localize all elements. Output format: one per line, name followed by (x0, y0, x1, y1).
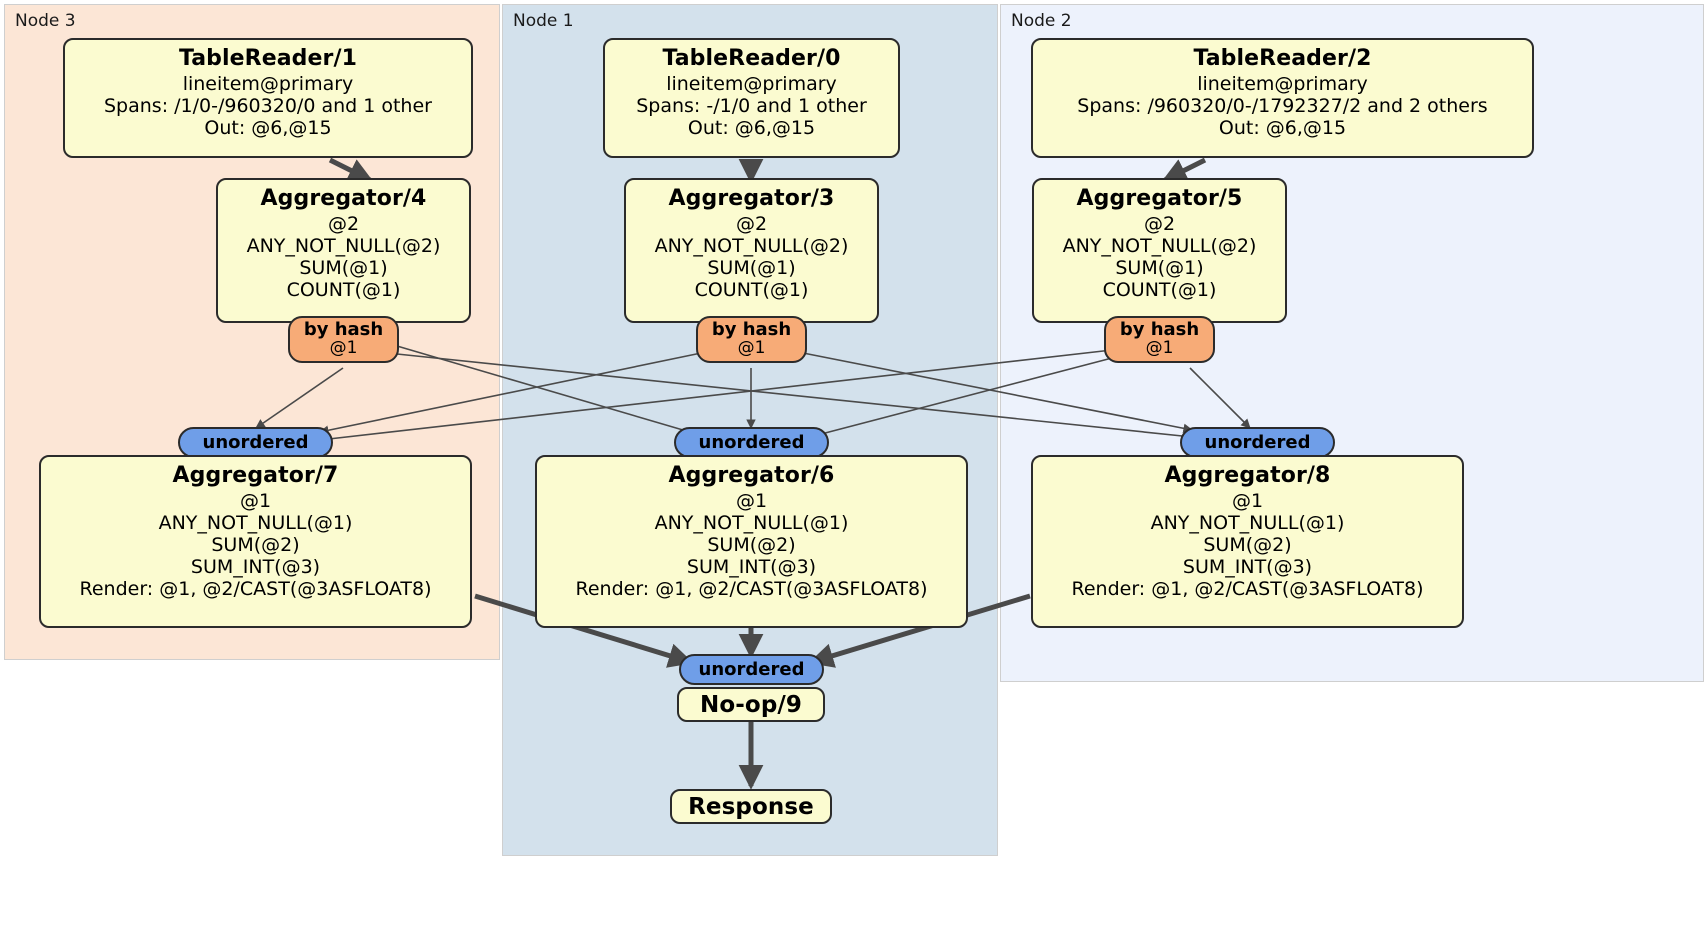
processor-line: SUM_INT(@3) (1182, 555, 1313, 578)
processor-title: TableReader/0 (662, 46, 841, 71)
processor-line: Render: @1, @2/CAST(@3ASFLOAT8) (1071, 577, 1424, 600)
processor-line: ANY_NOT_NULL(@1) (1150, 511, 1345, 534)
processor-aggregator-5[interactable]: Aggregator/5 @2 ANY_NOT_NULL(@2) SUM(@1)… (1032, 178, 1287, 323)
synchronizer-noop-9[interactable]: unordered (679, 654, 824, 685)
synchronizer-label: unordered (1204, 432, 1311, 453)
processor-line: Out: @6,@15 (1218, 116, 1347, 139)
processor-table-reader-2[interactable]: TableReader/2 lineitem@primary Spans: /9… (1031, 38, 1534, 158)
synchronizer-label: unordered (202, 432, 309, 453)
processor-line: @1 (735, 489, 768, 512)
processor-title: TableReader/2 (1193, 46, 1372, 71)
processor-response[interactable]: Response (670, 789, 832, 824)
synchronizer-label: unordered (698, 659, 805, 680)
synchronizer-label: unordered (698, 432, 805, 453)
processor-line: @2 (327, 212, 360, 235)
hash-router-aggregator-4[interactable]: by hash @1 (288, 316, 399, 363)
processor-title: Aggregator/6 (668, 463, 835, 488)
processor-table-reader-0[interactable]: TableReader/0 lineitem@primary Spans: -/… (603, 38, 900, 158)
processor-line: SUM(@2) (211, 533, 300, 556)
processor-line: COUNT(@1) (1102, 278, 1217, 301)
processor-line: ANY_NOT_NULL(@1) (654, 511, 849, 534)
processor-line: ANY_NOT_NULL(@2) (1062, 234, 1257, 257)
processor-line: Out: @6,@15 (687, 116, 816, 139)
processor-line: SUM(@2) (707, 533, 796, 556)
processor-line: SUM(@1) (299, 256, 388, 279)
processor-line: Spans: /1/0-/960320/0 and 1 other (104, 94, 432, 117)
processor-line: ANY_NOT_NULL(@2) (654, 234, 849, 257)
hash-router-label: by hash (711, 319, 792, 340)
processor-line: ANY_NOT_NULL(@1) (158, 511, 353, 534)
processor-aggregator-8[interactable]: Aggregator/8 @1 ANY_NOT_NULL(@1) SUM(@2)… (1031, 455, 1464, 628)
processor-title: Aggregator/8 (1164, 463, 1331, 488)
processor-line: Out: @6,@15 (204, 116, 332, 139)
hash-router-label: by hash (303, 319, 384, 340)
processor-line: SUM_INT(@3) (190, 555, 321, 578)
processor-line: SUM(@1) (1115, 256, 1204, 279)
processor-line: Spans: -/1/0 and 1 other (636, 94, 867, 117)
processor-line: lineitem@primary (666, 72, 837, 95)
processor-line: lineitem@primary (182, 72, 354, 95)
hash-router-aggregator-5[interactable]: by hash @1 (1104, 316, 1215, 363)
processor-line: Render: @1, @2/CAST(@3ASFLOAT8) (575, 577, 928, 600)
processor-title: Aggregator/7 (172, 463, 339, 488)
processor-title: No-op/9 (700, 692, 802, 718)
processor-line: Render: @1, @2/CAST(@3ASFLOAT8) (79, 577, 432, 600)
processor-line: @1 (239, 489, 272, 512)
processor-title: Aggregator/3 (668, 186, 835, 211)
processor-line: lineitem@primary (1197, 72, 1368, 95)
processor-line: Spans: /960320/0-/1792327/2 and 2 others (1077, 94, 1488, 117)
processor-aggregator-4[interactable]: Aggregator/4 @2 ANY_NOT_NULL(@2) SUM(@1)… (216, 178, 471, 323)
node-group-label-node1: Node 1 (513, 11, 574, 31)
processor-aggregator-6[interactable]: Aggregator/6 @1 ANY_NOT_NULL(@1) SUM(@2)… (535, 455, 968, 628)
processor-line: @2 (1143, 212, 1176, 235)
node-group-label-node3: Node 3 (15, 11, 76, 31)
processor-title: Aggregator/5 (1076, 186, 1243, 211)
hash-router-column: @1 (1145, 337, 1174, 358)
processor-title: Response (688, 794, 814, 820)
processor-noop-9[interactable]: No-op/9 (677, 687, 825, 722)
synchronizer-aggregator-8[interactable]: unordered (1180, 427, 1335, 458)
processor-line: COUNT(@1) (286, 278, 401, 301)
processor-title: Aggregator/4 (260, 186, 427, 211)
processor-table-reader-1[interactable]: TableReader/1 lineitem@primary Spans: /1… (63, 38, 473, 158)
hash-router-column: @1 (737, 337, 766, 358)
node-group-label-node2: Node 2 (1011, 11, 1072, 31)
processor-line: SUM(@2) (1203, 533, 1292, 556)
hash-router-aggregator-3[interactable]: by hash @1 (696, 316, 807, 363)
processor-line: @1 (1231, 489, 1264, 512)
hash-router-label: by hash (1119, 319, 1200, 340)
hash-router-column: @1 (329, 337, 358, 358)
processor-line: SUM(@1) (707, 256, 796, 279)
processor-line: SUM_INT(@3) (686, 555, 817, 578)
processor-aggregator-7[interactable]: Aggregator/7 @1 ANY_NOT_NULL(@1) SUM(@2)… (39, 455, 472, 628)
synchronizer-aggregator-7[interactable]: unordered (178, 427, 333, 458)
synchronizer-aggregator-6[interactable]: unordered (674, 427, 829, 458)
processor-line: ANY_NOT_NULL(@2) (246, 234, 441, 257)
processor-aggregator-3[interactable]: Aggregator/3 @2 ANY_NOT_NULL(@2) SUM(@1)… (624, 178, 879, 323)
processor-line: @2 (735, 212, 768, 235)
processor-line: COUNT(@1) (694, 278, 809, 301)
processor-title: TableReader/1 (178, 46, 358, 71)
